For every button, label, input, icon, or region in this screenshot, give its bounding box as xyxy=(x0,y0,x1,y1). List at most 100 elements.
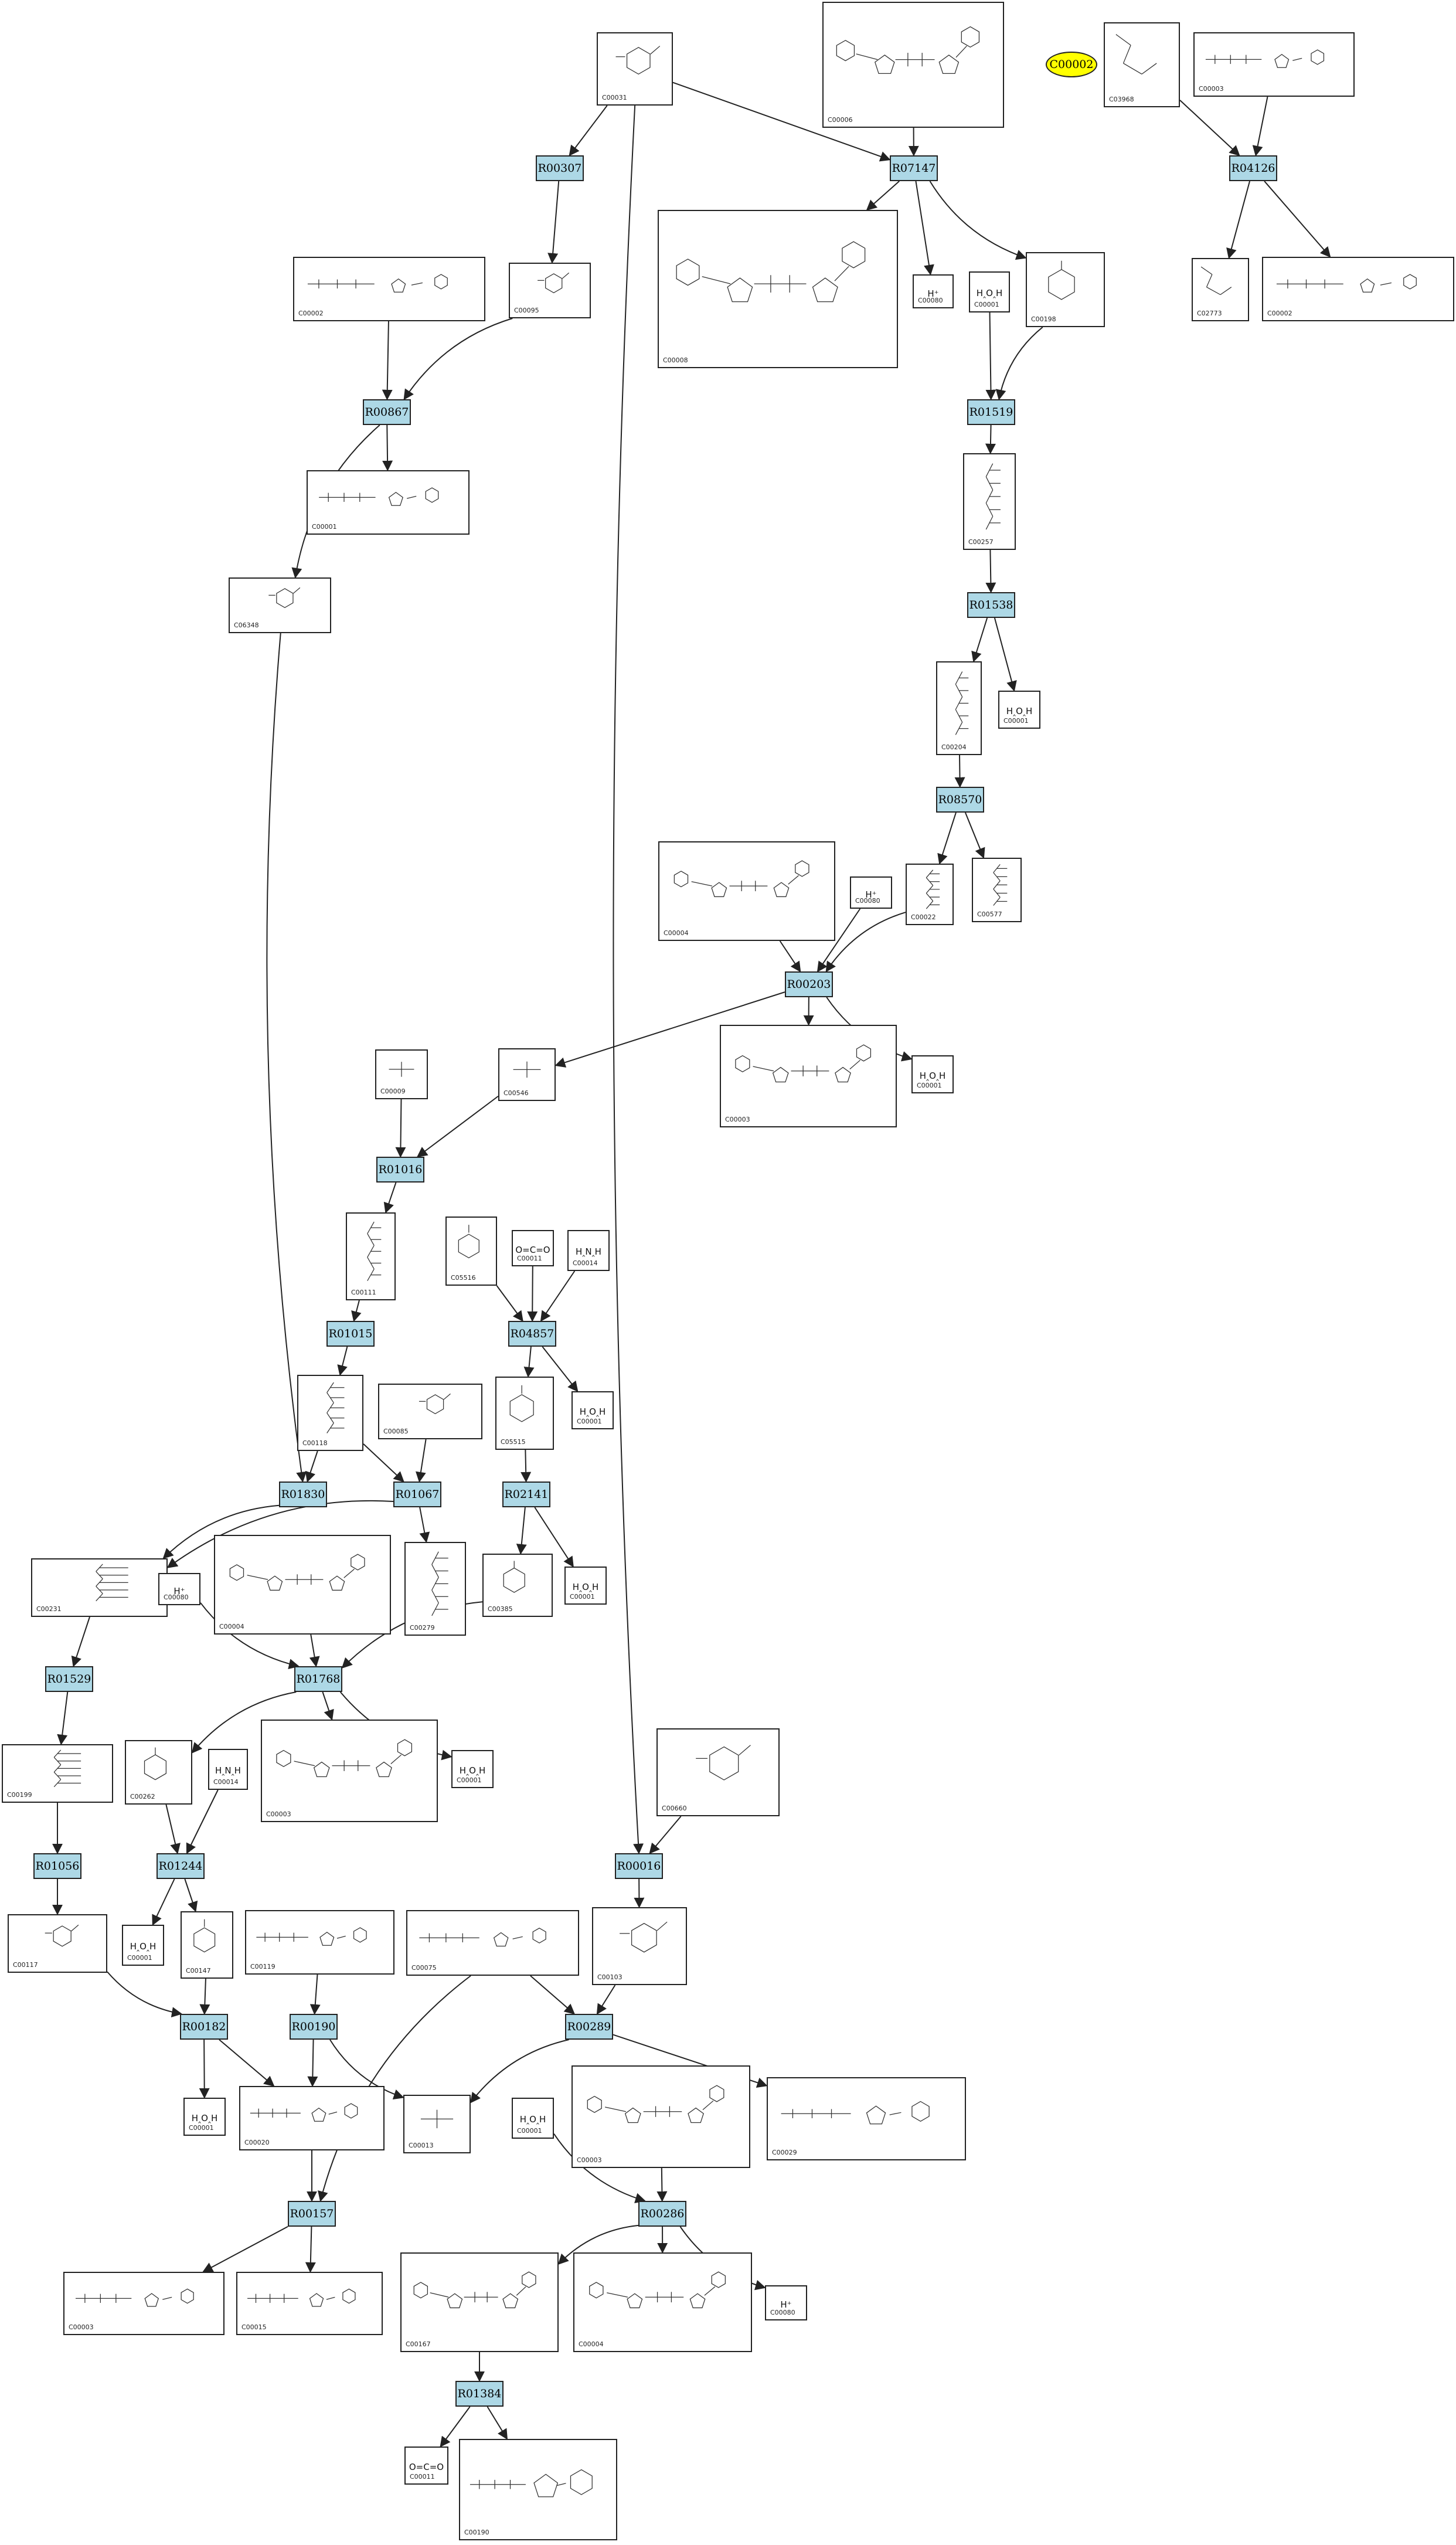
compound-node[interactable]: H⁺C00080 xyxy=(913,274,954,308)
compound-id-label: C05515 xyxy=(501,1438,526,1446)
compound-node[interactable]: C00199 xyxy=(2,1744,113,1803)
compound-node[interactable]: H⁺C00080 xyxy=(850,876,892,909)
compound-structure xyxy=(45,1924,79,1947)
compound-node[interactable]: C05516 xyxy=(445,1217,497,1286)
compound-node[interactable]: C00118 xyxy=(297,1375,363,1451)
compound-node[interactable]: C00003 xyxy=(63,2272,224,2335)
compound-node[interactable]: C00546 xyxy=(498,1048,556,1101)
reaction-node[interactable]: R00016 xyxy=(615,1853,663,1879)
compound-node[interactable]: C00001 xyxy=(307,470,470,535)
compound-node[interactable]: C00190 xyxy=(459,2439,617,2540)
compound-node[interactable]: C00167 xyxy=(400,2252,559,2352)
compound-node[interactable]: C00385 xyxy=(482,1554,553,1617)
compound-node[interactable]: C00004 xyxy=(214,1535,391,1635)
compound-node[interactable]: C00075 xyxy=(406,1910,579,1976)
compound-node[interactable]: C05515 xyxy=(495,1377,554,1450)
reaction-node[interactable]: R01384 xyxy=(455,2381,504,2407)
compound-node[interactable]: H⁺C00080 xyxy=(765,2285,807,2320)
compound-id-label: C00001 xyxy=(917,1082,942,1089)
compound-node[interactable]: C02773 xyxy=(1192,258,1249,321)
compound-node[interactable]: C00085 xyxy=(378,1384,482,1439)
compound-id-label: C00022 xyxy=(911,913,936,921)
compound-node[interactable]: C00008 xyxy=(658,210,898,368)
reaction-node[interactable]: R00289 xyxy=(565,2014,613,2040)
compound-node[interactable]: C00004 xyxy=(573,2252,752,2352)
compound-id-label: C00204 xyxy=(941,743,967,751)
compound-node[interactable]: C00117 xyxy=(8,1914,107,1973)
reaction-node[interactable]: R00307 xyxy=(536,155,584,181)
reaction-node[interactable]: R01538 xyxy=(967,592,1015,618)
compound-node[interactable]: C00015 xyxy=(236,2272,383,2335)
compound-node[interactable]: C00031 xyxy=(597,32,673,106)
compound-node[interactable]: C00198 xyxy=(1026,252,1105,327)
compound-node[interactable]: C00279 xyxy=(404,1542,466,1636)
reaction-node[interactable]: R01529 xyxy=(45,1666,93,1692)
compound-node[interactable]: C00204 xyxy=(936,661,982,755)
compound-node[interactable]: C00003 xyxy=(1193,32,1355,97)
reaction-node[interactable]: R04126 xyxy=(1229,155,1277,181)
reaction-node[interactable]: R08570 xyxy=(936,787,984,813)
reaction-node[interactable]: R01016 xyxy=(376,1157,424,1183)
compound-node[interactable]: C00660 xyxy=(656,1728,780,1816)
reaction-node[interactable]: R07147 xyxy=(890,155,938,181)
reaction-node[interactable]: R00286 xyxy=(638,2201,686,2227)
compound-formula: H‸O‸H xyxy=(519,2114,546,2125)
compound-node[interactable]: C00003 xyxy=(720,1025,897,1127)
compound-node[interactable]: C00231 xyxy=(31,1558,168,1617)
reaction-node[interactable]: R00867 xyxy=(363,399,411,425)
compound-node[interactable]: C00013 xyxy=(403,2095,471,2153)
compound-node[interactable]: C00262 xyxy=(125,1740,192,1805)
reaction-node[interactable]: R01067 xyxy=(393,1482,441,1507)
compound-node[interactable]: C00006 xyxy=(822,2,1004,128)
reaction-node[interactable]: R00203 xyxy=(785,971,833,997)
compound-node[interactable]: C00004 xyxy=(658,841,835,941)
compound-node[interactable]: C00002 xyxy=(293,257,485,321)
compound-node[interactable]: C00029 xyxy=(767,2077,966,2160)
highlighted-compound[interactable]: C00002 xyxy=(1046,52,1097,77)
reaction-node[interactable]: R00157 xyxy=(288,2201,336,2227)
reaction-node[interactable]: R01519 xyxy=(967,399,1015,425)
compound-id-label: C00031 xyxy=(602,94,627,101)
compound-id-label: C00385 xyxy=(488,1605,513,1613)
reaction-node[interactable]: R00182 xyxy=(180,2014,228,2040)
compound-node[interactable]: C00103 xyxy=(592,1907,687,1985)
compound-node[interactable]: C00147 xyxy=(181,1911,233,1979)
compound-node[interactable]: C00095 xyxy=(509,263,591,318)
reaction-node[interactable]: R01056 xyxy=(33,1853,81,1879)
reaction-node[interactable]: R01768 xyxy=(294,1666,342,1692)
reaction-node[interactable]: R02141 xyxy=(502,1482,550,1507)
reaction-node[interactable]: R01830 xyxy=(279,1482,327,1507)
pathway-edge xyxy=(191,1691,297,1754)
reaction-node[interactable]: R01015 xyxy=(326,1321,375,1347)
compound-node[interactable]: C00020 xyxy=(239,2086,385,2150)
compound-node[interactable]: C00022 xyxy=(906,864,954,925)
compound-node[interactable]: C00009 xyxy=(375,1049,428,1099)
compound-node[interactable]: H⁺C00080 xyxy=(158,1573,200,1605)
compound-node[interactable]: C00002 xyxy=(1262,257,1454,321)
compound-node[interactable]: C00111 xyxy=(346,1212,396,1300)
compound-node[interactable]: C03968 xyxy=(1104,22,1180,107)
compound-node[interactable]: C00003 xyxy=(261,1720,438,1822)
compound-node[interactable]: C00577 xyxy=(972,858,1022,922)
compound-node[interactable]: C06348 xyxy=(229,577,331,633)
reaction-node[interactable]: R00190 xyxy=(290,2014,338,2040)
compound-node[interactable]: C00003 xyxy=(571,2065,750,2168)
pathway-edge xyxy=(994,617,1017,692)
reaction-node[interactable]: R04857 xyxy=(508,1321,556,1347)
reaction-node[interactable]: R01244 xyxy=(157,1853,205,1879)
compound-node[interactable]: C00119 xyxy=(245,1910,394,1975)
compound-node[interactable]: C00257 xyxy=(963,453,1016,550)
